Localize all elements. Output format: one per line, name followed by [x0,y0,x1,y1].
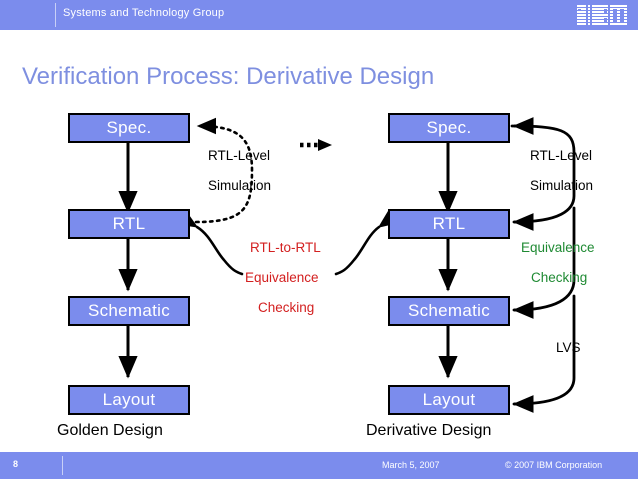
banner-title: Systems and Technology Group [63,7,225,19]
footer-date: March 5, 2007 [382,460,440,470]
lvs-label: LVS [556,340,581,355]
left-box-rtl-label: RTL [112,214,146,233]
center-equivalence-label-line1: RTL-to-RTL [250,240,321,255]
banner-divider [55,3,56,27]
center-equivalence-label-line3: Checking [258,300,315,315]
right-feedback-arrows [510,117,576,413]
footer-bar: 8 March 5, 2007 © 2007 IBM Corporation [0,452,638,479]
verification-flow-diagram: Spec. RTL Schematic Layout Spec. RTL Sch… [0,100,638,450]
left-simulation-label-line2: Simulation [208,178,272,193]
right-box-rtl-label: RTL [432,214,466,233]
right-equivalence-label-line1: Equivalence [521,240,595,255]
footer-divider [62,456,63,475]
left-box-schematic-label: Schematic [87,301,171,320]
right-column-caption: Derivative Design [366,422,492,439]
left-box-spec[interactable]: Spec. [68,113,190,143]
left-box-schematic[interactable]: Schematic [68,296,190,326]
left-box-layout-label: Layout [102,390,156,409]
right-simulation-label-line1: RTL-Level [530,148,593,163]
right-box-rtl[interactable]: RTL [388,209,510,239]
center-equivalence-label-line2: Equivalence [245,270,319,285]
left-simulation-label-line1: RTL-Level [208,148,271,163]
ibm-logo [574,5,630,26]
right-box-schematic-label: Schematic [407,301,491,320]
page-title: Verification Process: Derivative Design [22,63,435,90]
left-column-caption: Golden Design [57,422,163,439]
rtl-to-rtl-equivalence-arrow [177,209,399,276]
right-box-spec-label: Spec. [426,118,472,137]
right-equivalence-label-line2: Checking [531,270,588,285]
center-dotted-arrow-glyph [300,139,332,151]
right-box-schematic[interactable]: Schematic [388,296,510,326]
right-box-layout-label: Layout [422,390,476,409]
left-box-layout[interactable]: Layout [68,385,190,415]
footer-page-number: 8 [13,459,19,469]
diagram-connectors [118,117,576,413]
right-simulation-label-line2: Simulation [530,178,594,193]
left-box-rtl[interactable]: RTL [68,209,190,239]
left-rtl-simulation-dotted-arrow [194,117,254,224]
left-box-spec-label: Spec. [106,118,152,137]
footer-copyright: © 2007 IBM Corporation [505,460,603,470]
right-box-layout[interactable]: Layout [388,385,510,415]
right-box-spec[interactable]: Spec. [388,113,510,143]
top-banner: Systems and Technology Group [0,0,638,30]
